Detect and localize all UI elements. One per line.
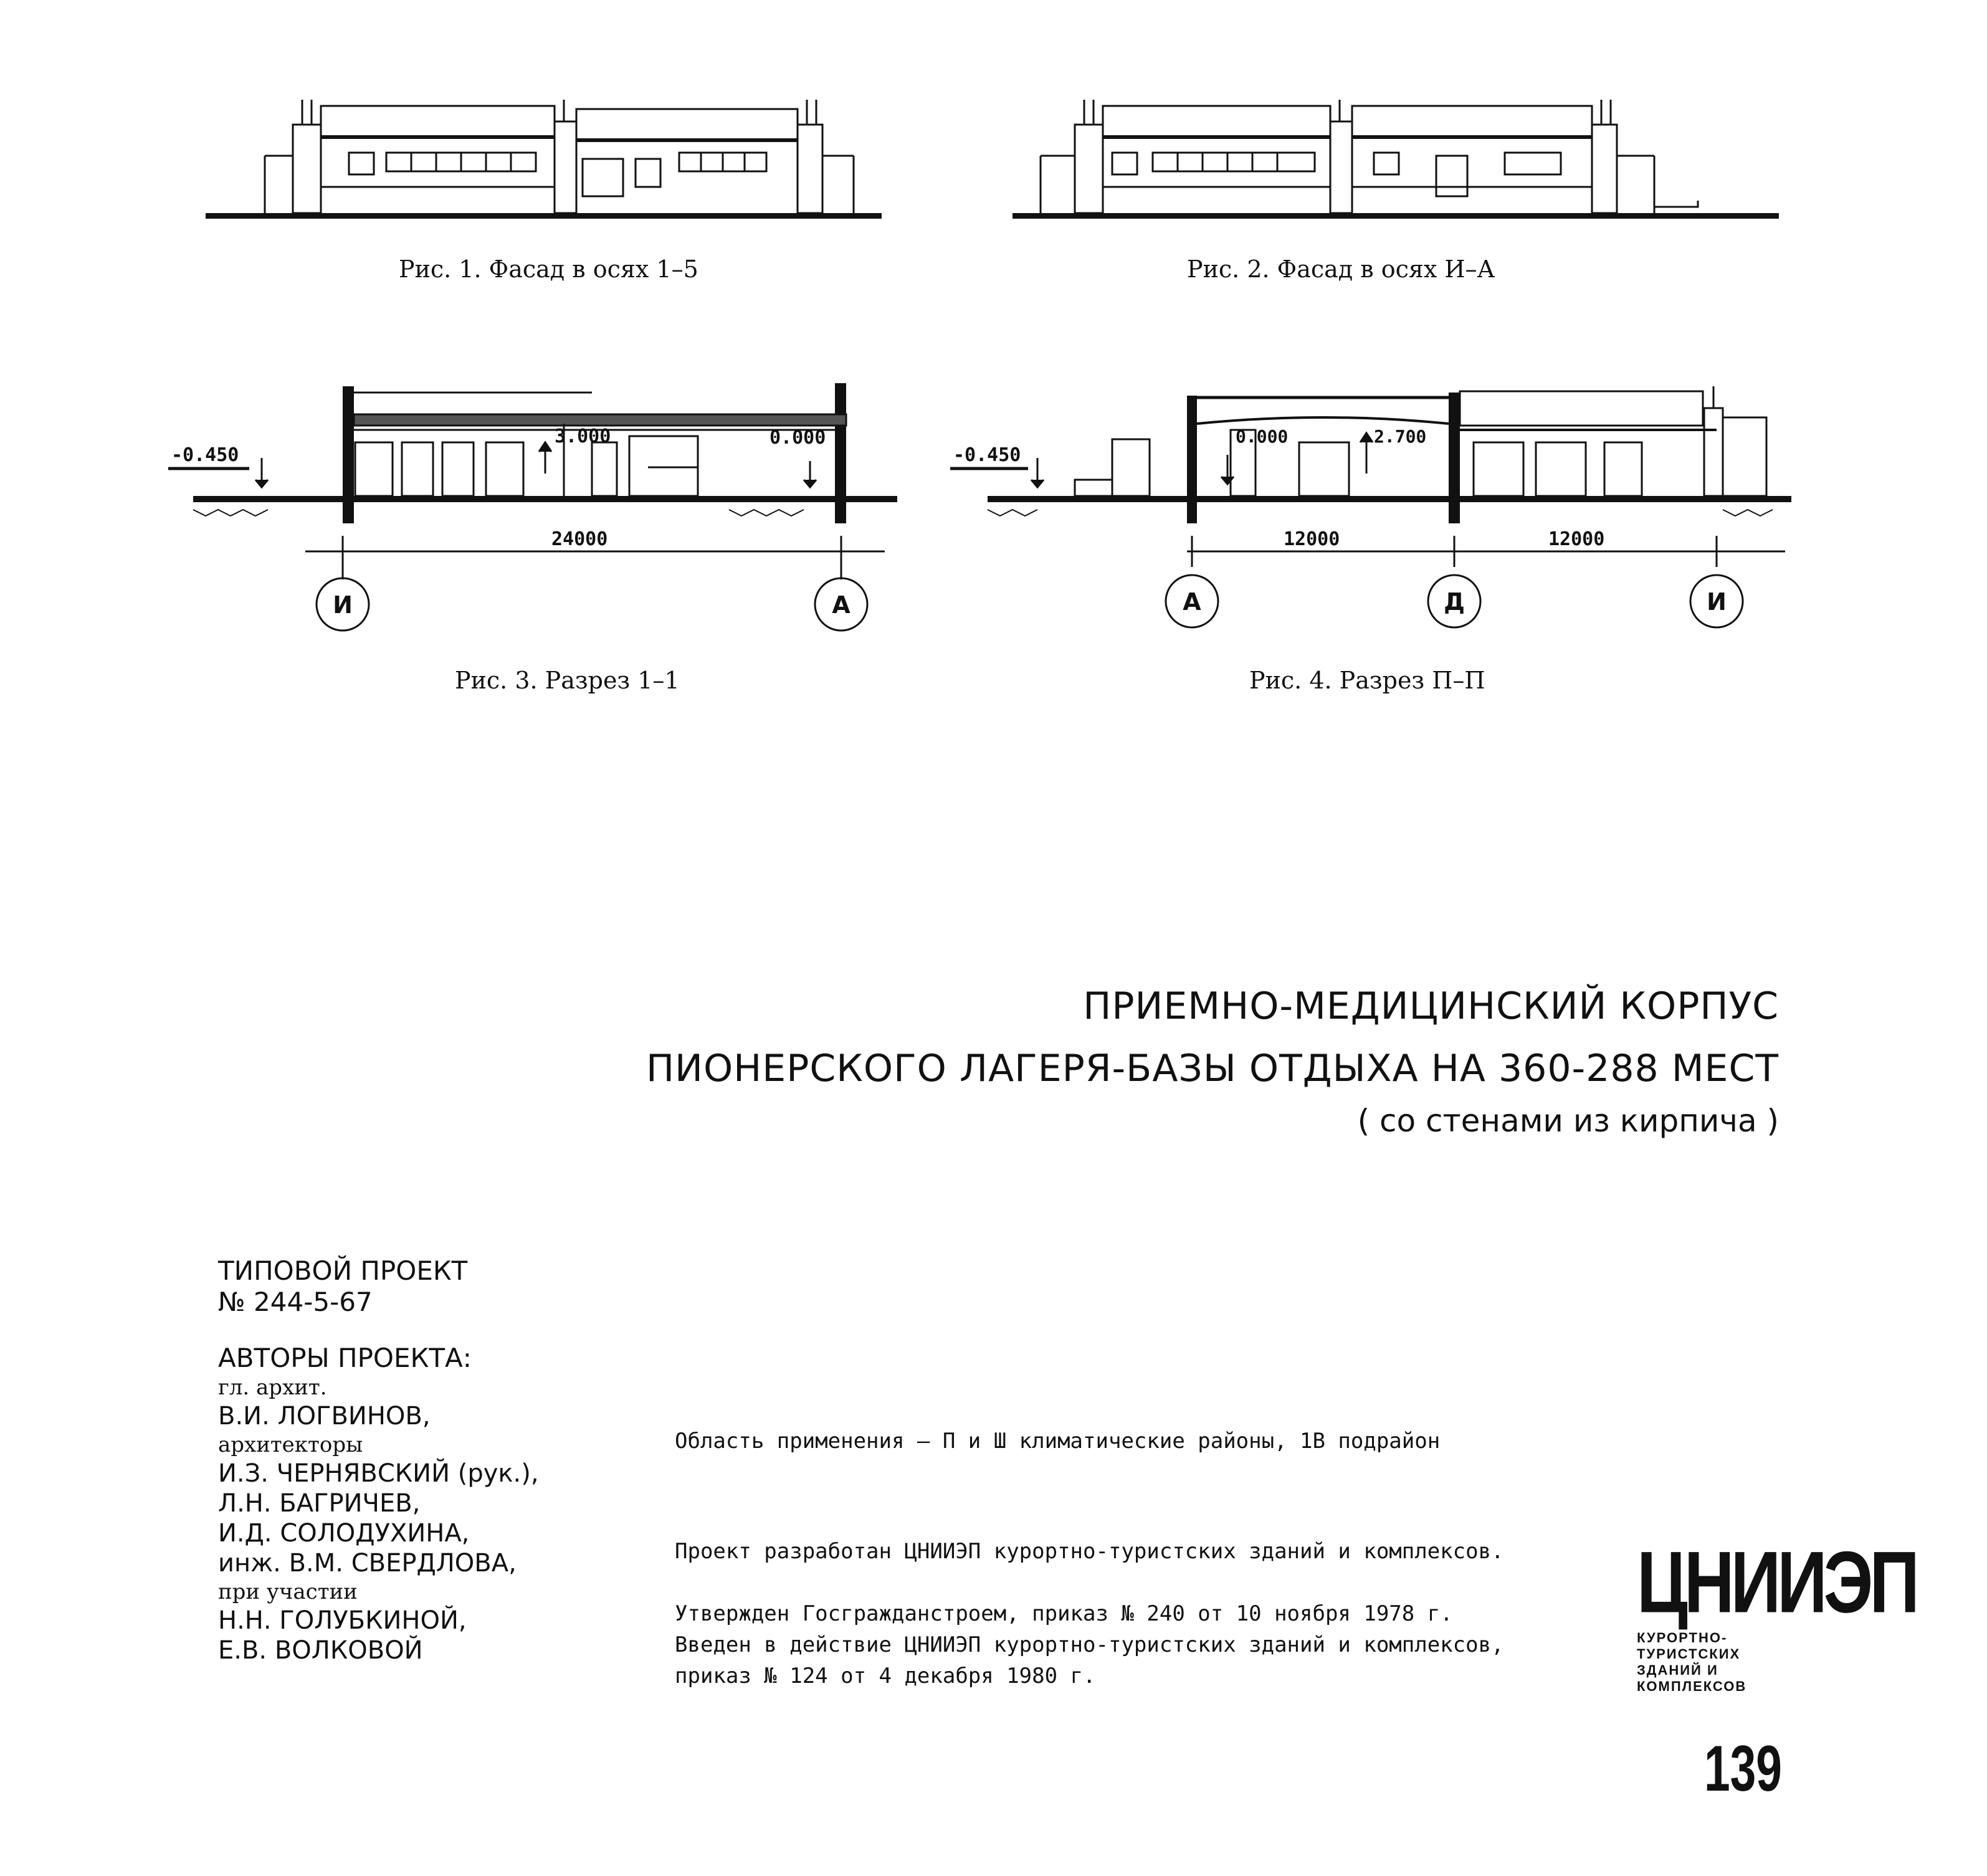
author-line: гл. архит.: [218, 1375, 327, 1400]
approved-text: Утвержден Госгражданстроем, приказ № 240…: [675, 1601, 1453, 1626]
figure-2-facade-drawing: [1013, 93, 1791, 231]
fig3-level-right: 0.000: [770, 427, 826, 449]
fig4-level-b: 2.700: [1374, 426, 1426, 447]
page-number: 139: [1704, 1733, 1782, 1805]
figure-1-facade-drawing: [206, 93, 891, 231]
logo-main-text: ЦНИИЭП: [1637, 1533, 1920, 1631]
figure-3-caption: Рис. 3. Разрез 1–1: [455, 667, 680, 694]
author-line: Е.В. ВОЛКОВОЙ: [218, 1636, 423, 1665]
figure-1-caption: Рис. 1. Фасад в осях 1–5: [399, 255, 698, 283]
fig4-level-a: 0.000: [1236, 426, 1288, 447]
author-line: Л.Н. БАГРИЧЕВ,: [218, 1489, 421, 1518]
fig4-dimension-2: 12000: [1548, 528, 1604, 550]
developed-text: Проект разработан ЦНИИЭП курортно-турист…: [675, 1539, 1504, 1564]
page-subtitle: ( со стенами из кирпича ): [1357, 1103, 1779, 1139]
logo-sub-line: ТУРИСТСКИХ: [1637, 1646, 1741, 1662]
figure-2-caption: Рис. 2. Фасад в осях И–А: [1187, 255, 1495, 283]
fig4-dimension-1: 12000: [1284, 528, 1340, 550]
fig4-axis-1: А: [1183, 588, 1201, 616]
author-line: Н.Н. ГОЛУБКИНОЙ,: [218, 1606, 467, 1635]
fig3-axis-right: А: [832, 591, 851, 619]
figure-4-caption: Рис. 4. Разрез П–П: [1249, 667, 1485, 694]
author-line: И.З. ЧЕРНЯВСКИЙ (рук.),: [218, 1459, 539, 1488]
figure-4-section-drawing: -0.450 0.000 2.700 12000 12000: [950, 374, 1810, 636]
page-title-line-2: ПИОНЕРСКОГО ЛАГЕРЯ-БАЗЫ ОТДЫХА НА 360-28…: [646, 1047, 1779, 1090]
fig4-axis-3: И: [1707, 588, 1727, 616]
author-line: инж. В.М. СВЕРДЛОВА,: [218, 1549, 517, 1578]
logo-sub-line: КУРОРТНО-: [1637, 1630, 1728, 1645]
fig4-axis-2: Д: [1444, 588, 1465, 616]
fig3-level-left: -0.450: [171, 444, 239, 466]
authors-heading: АВТОРЫ ПРОЕКТА:: [218, 1343, 472, 1373]
figure-3-section-drawing: -0.450 3.000 0.000 24000 И А: [168, 374, 916, 636]
project-authors-block: ТИПОВОЙ ПРОЕКТ № 244-5-67 АВТОРЫ ПРОЕКТА…: [218, 1255, 539, 1665]
author-line: И.Д. СОЛОДУХИНА,: [218, 1519, 470, 1548]
fig3-level-mid: 3.000: [555, 426, 611, 447]
logo-sub-text: КУРОРТНО- ТУРИСТСКИХ ЗДАНИЙ И КОМПЛЕКСОВ: [1637, 1630, 1786, 1695]
project-type: ТИПОВОЙ ПРОЕКТ: [218, 1255, 468, 1286]
enacted-text: Введен в действие ЦНИИЭП курортно-турист…: [675, 1632, 1504, 1688]
scope-text: Область применения – П и Ш климатические…: [675, 1429, 1441, 1454]
project-number: № 244-5-67: [218, 1287, 373, 1317]
author-line: при участии: [218, 1579, 358, 1604]
page-title-line-1: ПРИЕМНО-МЕДИЦИНСКИЙ КОРПУС: [1083, 984, 1779, 1028]
logo-sub-line: ЗДАНИЙ И: [1637, 1662, 1718, 1678]
fig4-level-left: -0.450: [953, 444, 1021, 466]
cniiep-logo: ЦНИИЭП КУРОРТНО- ТУРИСТСКИХ ЗДАНИЙ И КОМ…: [1637, 1533, 1920, 1695]
author-line: архитекторы: [218, 1432, 363, 1457]
logo-sub-line: КОМПЛЕКСОВ: [1637, 1678, 1747, 1694]
author-line: В.И. ЛОГВИНОВ,: [218, 1402, 431, 1431]
fig3-axis-left: И: [333, 591, 353, 619]
fig3-dimension: 24000: [551, 528, 608, 550]
